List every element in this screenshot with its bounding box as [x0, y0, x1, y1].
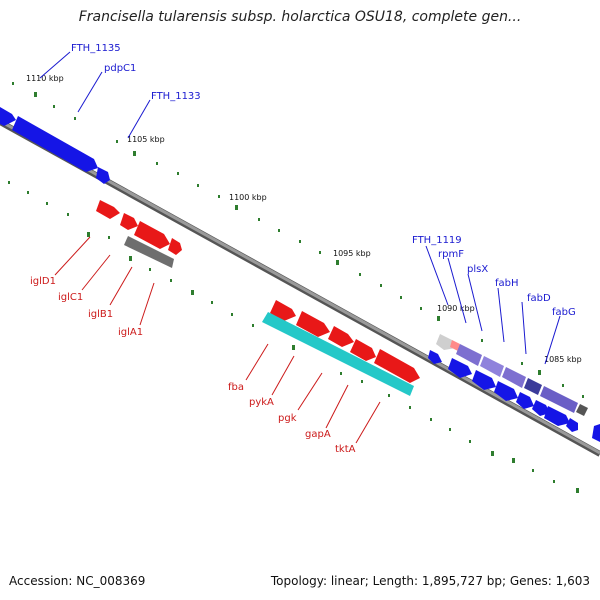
gene-feature [566, 418, 578, 432]
gene-feature [592, 424, 600, 442]
gene-feature [448, 358, 472, 378]
gene-label: fabH [495, 278, 519, 289]
gene-feature [134, 221, 170, 249]
gene-feature [124, 236, 174, 268]
gene-feature [270, 300, 296, 321]
gene-label: fabG [552, 307, 576, 318]
gene-label: fabD [527, 293, 551, 304]
gene-label: iglC1 [58, 292, 83, 303]
gene-label: rpmF [438, 249, 464, 260]
gene-label: FTH_1135 [71, 43, 121, 54]
gene-feature [524, 378, 542, 395]
gene-label: pdpC1 [104, 63, 136, 74]
gene-label: iglB1 [88, 309, 113, 320]
gene-feature [374, 349, 420, 383]
lower-tick-marks [8, 181, 579, 493]
ruler-label: 1100 kbp [229, 193, 267, 202]
gene-feature [576, 404, 588, 416]
gene-block-glycolysis [262, 300, 420, 396]
gene-feature [328, 326, 354, 347]
gene-label: tktA [335, 444, 356, 455]
gene-feature [544, 406, 570, 426]
gene-label: FTH_1133 [151, 91, 201, 102]
gene-feature [540, 386, 578, 413]
gene-block-fab [428, 334, 600, 442]
accession-text: Accession: NC_008369 [9, 574, 146, 588]
gene-label: gapA [305, 429, 331, 440]
ruler-label: 1110 kbp [26, 74, 64, 83]
gene-feature [296, 311, 330, 337]
upper-tick-marks [12, 82, 584, 398]
gene-feature [532, 400, 550, 416]
ruler-label: 1105 kbp [127, 135, 165, 144]
gene-label: plsX [467, 264, 488, 275]
gene-feature [472, 370, 496, 390]
gene-label: FTH_1119 [412, 235, 462, 246]
gene-feature [428, 350, 442, 364]
gene-feature [350, 339, 376, 361]
gene-feature [494, 381, 518, 401]
label-connectors [39, 51, 561, 444]
gene-feature [168, 238, 182, 255]
gene-feature [96, 167, 110, 184]
gene-feature [502, 367, 526, 388]
gene-feature [456, 344, 482, 366]
gene-label: iglD1 [30, 276, 56, 287]
gene-feature [0, 107, 16, 126]
gene-label: iglA1 [118, 327, 143, 338]
gene-feature [516, 392, 534, 409]
ruler-label: 1095 kbp [333, 249, 371, 258]
gene-block-igl [96, 200, 182, 268]
ruler-labels: 1110 kbp 1105 kbp 1100 kbp 1095 kbp 1090… [26, 74, 582, 364]
gene-feature [262, 312, 414, 396]
gene-feature [96, 200, 120, 219]
gene-label: pykA [249, 397, 274, 408]
ruler-label: 1085 kbp [544, 355, 582, 364]
gene-labels: FTH_1135 pdpC1 FTH_1133 iglD1 iglC1 iglB… [30, 43, 576, 455]
gene-feature [12, 116, 98, 172]
gene-label: pgk [278, 413, 297, 424]
genome-summary-text: Topology: linear; Length: 1,895,727 bp; … [270, 574, 590, 588]
gene-feature [450, 340, 460, 351]
gene-feature [120, 213, 138, 230]
ruler-label: 1090 kbp [437, 304, 475, 313]
gene-label: fba [228, 382, 244, 393]
gene-block-upper-left [0, 107, 110, 184]
map-title: Francisella tularensis subsp. holarctica… [78, 9, 522, 25]
gene-feature [480, 356, 504, 377]
